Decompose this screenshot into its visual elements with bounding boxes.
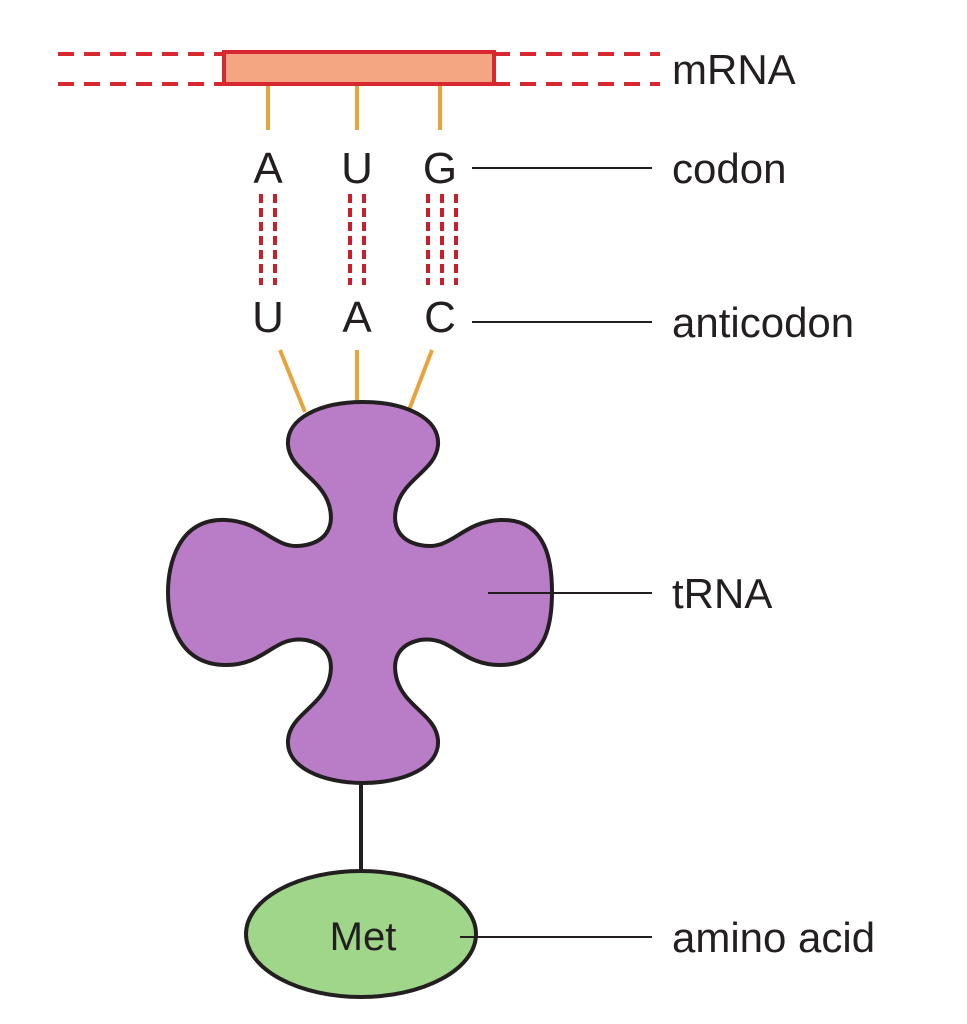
- codon-base-1: A: [253, 144, 283, 193]
- mrna-strand: [58, 50, 660, 86]
- amino-acid-name: Met: [330, 915, 397, 959]
- codon-base-3: G: [423, 144, 457, 193]
- label-anticodon: anticodon: [672, 299, 854, 346]
- labels: mRNA codon anticodon tRNA amino acid: [672, 46, 875, 961]
- anticodon: U A C: [252, 293, 456, 342]
- mrna-segment: [222, 50, 496, 86]
- anticodon-links: [278, 349, 434, 413]
- anticodon-base-3: C: [424, 293, 456, 342]
- codon: A U G: [253, 144, 457, 193]
- anticodon-link-1: [278, 349, 307, 413]
- anticodon-link-3: [407, 349, 434, 411]
- leader-lines: [460, 167, 652, 938]
- anticodon-base-2: A: [342, 293, 372, 342]
- codon-base-2: U: [341, 144, 373, 193]
- label-codon: codon: [672, 145, 786, 192]
- label-amino-acid: amino acid: [672, 914, 875, 961]
- codon-links: [266, 86, 442, 130]
- anticodon-base-1: U: [252, 293, 284, 342]
- label-mrna: mRNA: [672, 46, 796, 93]
- hydrogen-bonds: [259, 194, 458, 285]
- amino-acid-ellipse: [244, 869, 478, 999]
- label-trna: tRNA: [672, 570, 772, 617]
